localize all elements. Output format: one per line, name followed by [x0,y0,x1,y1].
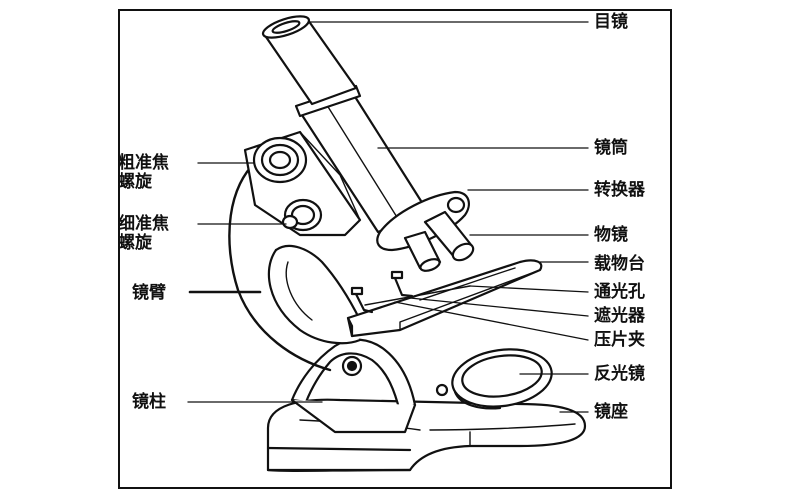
label-base: 镜座 [594,402,628,422]
label-mirror: 反光镜 [594,364,645,384]
coarse-focus-knob [254,138,306,182]
label-fine-focus: 细准焦螺旋 [118,215,180,253]
fine-focus-knob [283,200,321,230]
label-eyepiece: 目镜 [594,12,628,32]
label-nosepiece: 转换器 [594,180,645,200]
eyepiece-shape [261,12,356,104]
leader-stage-clip [395,302,588,340]
label-objective: 物镜 [594,225,628,245]
label-pillar: 镜柱 [132,392,166,412]
label-coarse-focus: 粗准焦螺旋 [118,154,180,192]
label-arm: 镜臂 [132,283,166,303]
label-stage: 载物台 [594,254,645,274]
label-stage-hole: 通光孔 [594,282,645,302]
label-stage-clip: 压片夹 [594,330,645,350]
label-tube: 镜筒 [594,138,628,158]
label-diaphragm: 遮光器 [594,306,645,326]
